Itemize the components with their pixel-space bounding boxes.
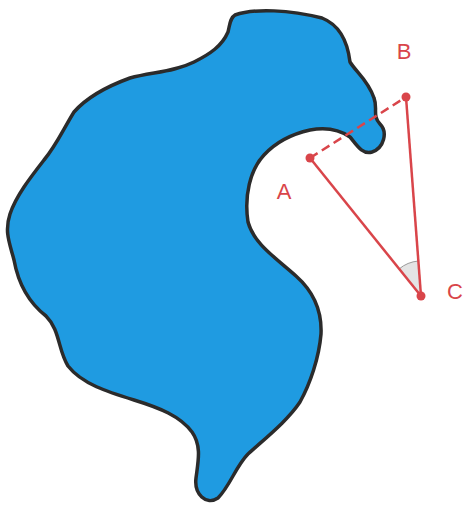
segment-cb	[406, 97, 421, 296]
point-label: B	[397, 41, 412, 63]
point-c	[417, 292, 426, 301]
point-b	[402, 93, 411, 102]
land-region	[7, 11, 384, 501]
segment-ab	[310, 97, 406, 158]
point-label: C	[447, 281, 463, 303]
point-label: A	[277, 181, 292, 203]
segment-ca	[310, 158, 421, 296]
point-a	[306, 154, 315, 163]
